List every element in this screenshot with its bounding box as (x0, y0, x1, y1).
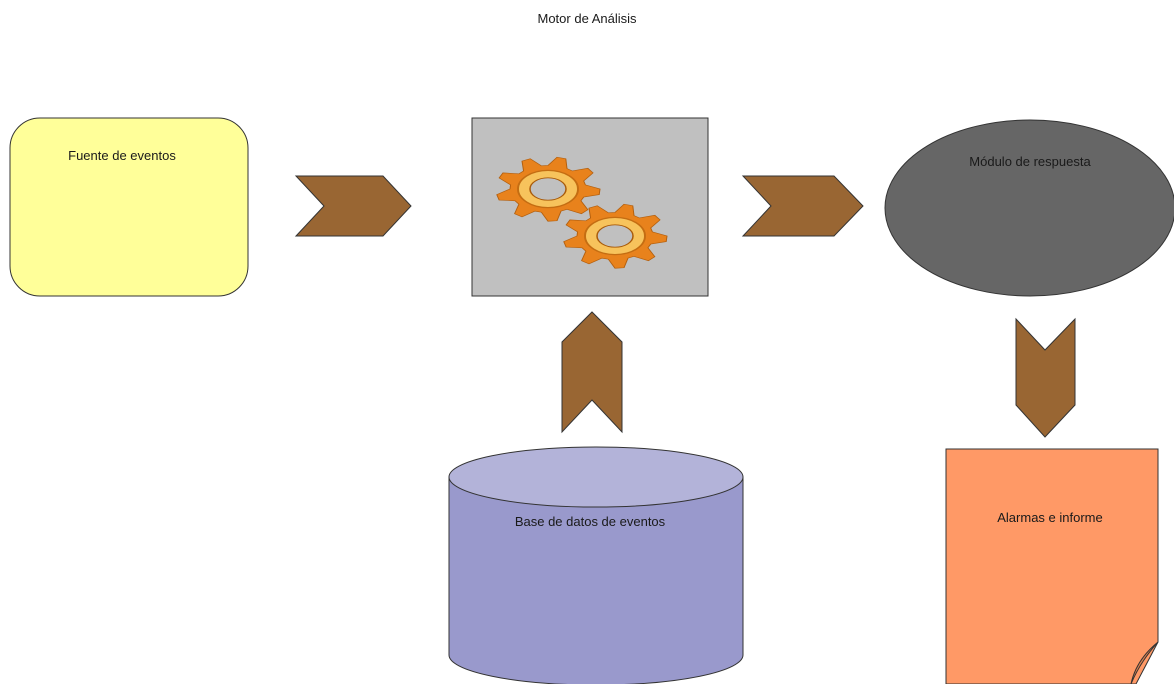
gear-icon (496, 156, 601, 222)
gear-hole (596, 224, 634, 248)
response-ellipse (884, 119, 1174, 297)
database-label: Base de datos de eventos (515, 514, 666, 529)
gear-hole (529, 177, 567, 201)
report-label: Alarmas e informe (997, 510, 1102, 525)
gear-icon (563, 203, 668, 269)
node-report: Alarmas e informe (945, 448, 1159, 684)
source-box (9, 117, 249, 297)
node-source: Fuente de eventos (9, 117, 249, 297)
database-top (448, 446, 744, 508)
node-engine (471, 117, 709, 297)
report-fold (1130, 641, 1159, 684)
report-page (945, 448, 1159, 684)
arrow-response-to-report (1015, 317, 1076, 438)
diagram-title: Motor de Análisis (538, 11, 637, 26)
node-database: Base de datos de eventos (448, 446, 744, 684)
arrow-database-to-engine (561, 311, 623, 434)
database-body (448, 476, 744, 684)
arrow-engine-to-response (741, 175, 864, 237)
response-label: Módulo de respuesta (969, 154, 1091, 169)
node-response: Módulo de respuesta (884, 119, 1174, 297)
arrow-source-to-engine (294, 175, 412, 237)
gears-icon (496, 156, 668, 269)
engine-box (471, 117, 709, 297)
source-label: Fuente de eventos (68, 148, 176, 163)
